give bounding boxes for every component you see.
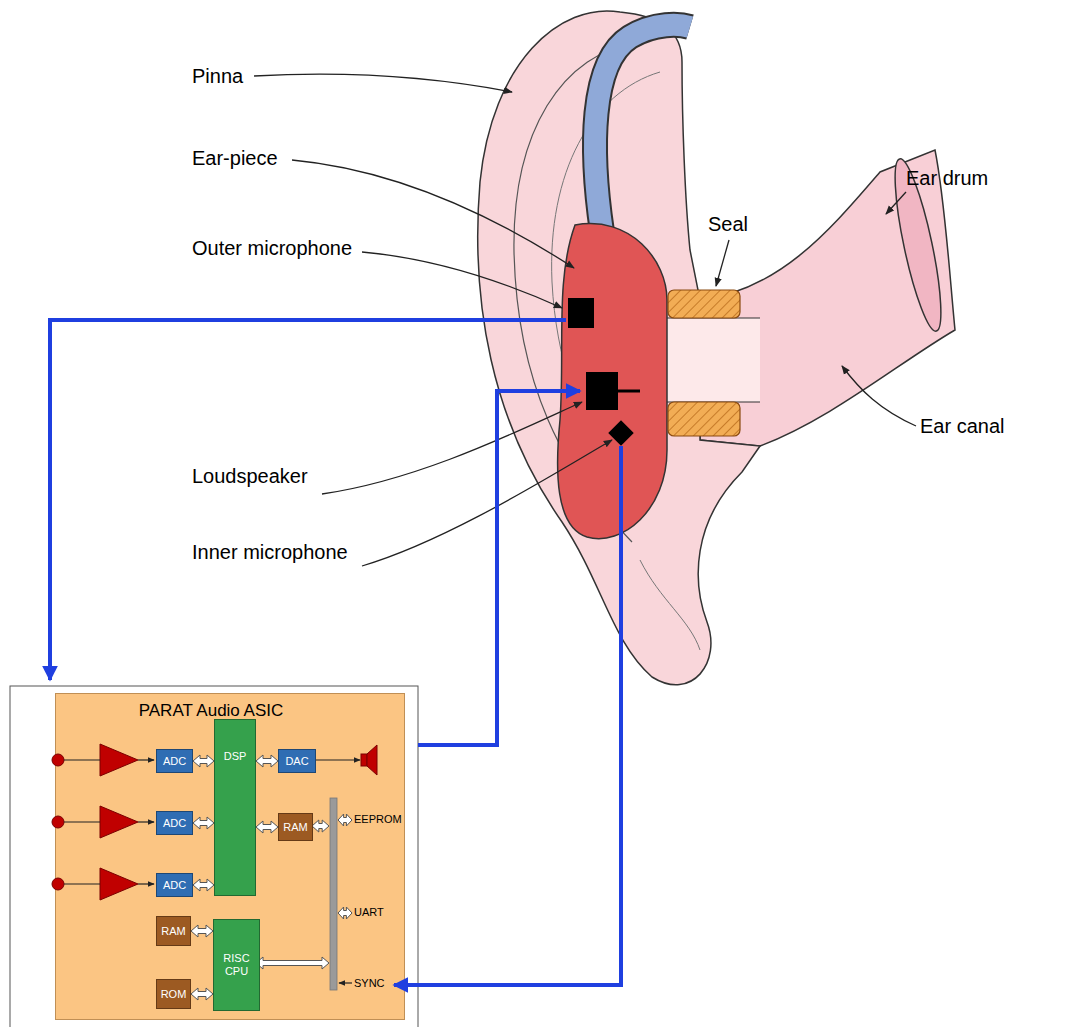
leader-lines <box>716 240 729 286</box>
block-label: ROM <box>161 988 187 1001</box>
amplifier-chain <box>138 821 154 822</box>
speaker-symbol <box>361 754 367 766</box>
part-label: Ear drum <box>906 166 988 190</box>
part-label: Seal <box>708 212 748 236</box>
rom-block: ROM <box>156 979 191 1009</box>
part-label: Pinna <box>192 64 243 88</box>
leader-lines <box>886 192 906 214</box>
ear-hook-tube <box>595 25 690 232</box>
pinna-shape <box>478 11 760 685</box>
ear-hook-tube <box>595 25 690 232</box>
transducer-symbols <box>618 390 640 393</box>
block-label: ADC <box>163 755 186 768</box>
amplifier-chain <box>64 759 100 760</box>
block-label: DAC <box>285 755 308 768</box>
pinna-shape <box>478 11 760 685</box>
asic-chip: ADC DSP DAC ADC RAM ADC RAM RISC CPU ROM PARAT Au… <box>55 693 405 1020</box>
amplifier-chain <box>138 883 154 884</box>
interface-label: EEPROM <box>354 813 402 826</box>
pinna-shape <box>640 560 700 650</box>
cpu-block: RISC CPU <box>213 919 260 1011</box>
block-label: RISC CPU <box>214 952 259 977</box>
amplifier-chain <box>52 754 64 766</box>
transducer-symbols <box>586 372 618 410</box>
adc-block: ADC <box>156 749 193 773</box>
amplifier-chain <box>52 878 64 890</box>
ram-block: RAM <box>156 916 191 946</box>
signal-label: SYNC <box>354 977 385 990</box>
leader-lines <box>254 74 512 92</box>
signal-wires <box>50 320 566 680</box>
block-label: ADC <box>163 879 186 892</box>
signal-wires <box>394 446 621 985</box>
earpiece-body <box>558 224 667 539</box>
leader-lines <box>362 440 612 566</box>
asic-frame <box>10 686 418 1027</box>
seal-shape <box>668 402 740 436</box>
interface-label: UART <box>354 906 384 919</box>
seal-shape <box>668 290 740 436</box>
leader-lines <box>842 366 916 426</box>
block-label: RAM <box>161 925 185 938</box>
dac-block: DAC <box>278 749 316 773</box>
part-label: Inner microphone <box>192 540 348 564</box>
ear-hook-tube <box>595 25 690 232</box>
ram-block: RAM <box>278 813 313 841</box>
chip-title: PARAT Audio ASIC <box>139 701 284 721</box>
transducer-symbols <box>568 298 594 328</box>
part-label: Ear-piece <box>192 146 278 170</box>
transducer-symbols <box>568 298 640 446</box>
signal-wires <box>418 391 580 745</box>
dsp-block: DSP <box>214 719 256 896</box>
amplifier-chain <box>64 883 100 884</box>
part-label: Ear canal <box>920 414 1005 438</box>
adc-block: ADC <box>156 873 193 897</box>
amplifier-chain <box>64 821 100 822</box>
block-label: RAM <box>283 821 307 834</box>
leader-lines <box>362 252 562 308</box>
adc-block: ADC <box>156 811 193 835</box>
part-label: Outer microphone <box>192 236 352 260</box>
sync-line <box>339 982 352 983</box>
transducer-symbols <box>608 420 633 445</box>
amplifier-chain <box>315 759 360 760</box>
part-label: Loudspeaker <box>192 464 308 488</box>
system-bus <box>330 798 337 990</box>
seal-shape <box>668 290 740 318</box>
amplifier-chain <box>138 759 154 760</box>
block-label: DSP <box>224 750 247 763</box>
block-label: ADC <box>163 817 186 830</box>
amplifier-chain <box>52 816 64 828</box>
